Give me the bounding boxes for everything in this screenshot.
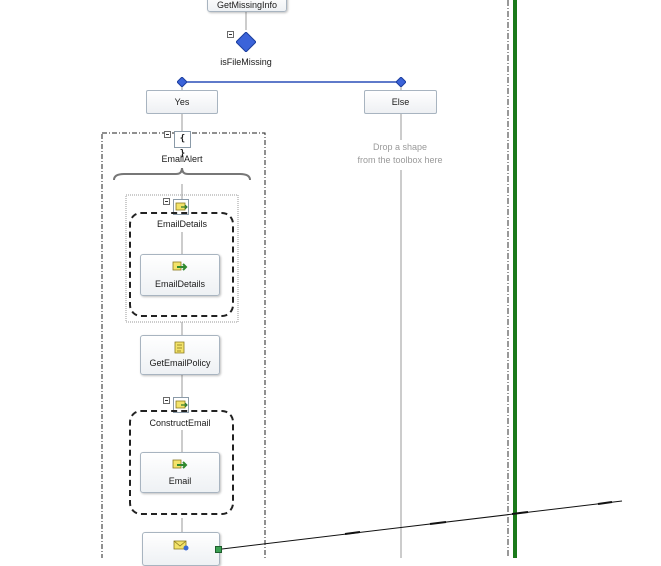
send-shape[interactable] xyxy=(142,532,220,566)
transform-arrow-icon xyxy=(172,459,188,469)
branch-yes-label: Yes xyxy=(174,97,190,107)
collapse-toggle[interactable] xyxy=(163,198,170,205)
port-connection-line xyxy=(221,500,623,550)
construct-message-icon[interactable] xyxy=(173,199,189,215)
branch-else[interactable]: Else xyxy=(364,90,437,114)
transform-email-details-label: EmailDetails xyxy=(154,279,205,289)
transform-email-label: Email xyxy=(168,476,192,486)
branch-yes[interactable]: Yes xyxy=(146,90,218,114)
get-missing-info-shape[interactable]: GetMissingInfo xyxy=(207,0,287,12)
branch-else-label: Else xyxy=(391,97,410,107)
construct-email-details-label: EmailDetails xyxy=(156,219,208,229)
collapse-toggle[interactable] xyxy=(163,397,170,404)
braces-icon[interactable]: { } xyxy=(174,131,191,159)
get-email-policy-shape[interactable]: GetEmailPolicy xyxy=(140,335,220,375)
construct-email-label: ConstructEmail xyxy=(149,418,211,428)
drop-shape-hint: Drop a shape from the toolbox here xyxy=(357,141,442,167)
port-connection-tick xyxy=(344,531,361,535)
collapse-toggle[interactable] xyxy=(164,131,171,138)
decide-label: isFileMissing xyxy=(220,57,272,67)
port-connection-tick xyxy=(511,511,529,515)
expression-scroll-icon xyxy=(174,341,185,354)
branch-port-yes xyxy=(177,77,187,87)
scope-email-alert-label: EmailAlert xyxy=(161,154,203,164)
scope-brace xyxy=(113,167,251,181)
transform-email-details-shape[interactable]: EmailDetails xyxy=(140,254,220,296)
port-connection-tick xyxy=(597,501,613,505)
drop-hint-line1: Drop a shape xyxy=(372,142,428,152)
send-envelope-icon xyxy=(173,540,189,551)
construct-message-icon[interactable] xyxy=(173,397,189,413)
construct-email-frame xyxy=(129,410,234,515)
construct-outer-frame xyxy=(125,194,239,323)
drop-hint-line2: from the toolbox here xyxy=(357,155,443,165)
collapse-toggle[interactable] xyxy=(227,31,234,38)
diamond-icon[interactable] xyxy=(236,32,256,52)
get-email-policy-label: GetEmailPolicy xyxy=(149,358,211,368)
send-port-handle[interactable] xyxy=(215,546,222,553)
transform-email-shape[interactable]: Email xyxy=(140,452,220,493)
get-missing-info-label: GetMissingInfo xyxy=(216,0,278,10)
transform-arrow-icon xyxy=(172,261,188,271)
branch-port-else xyxy=(396,77,406,87)
port-connection-tick xyxy=(429,521,447,525)
construct-email-details-frame xyxy=(129,212,234,317)
